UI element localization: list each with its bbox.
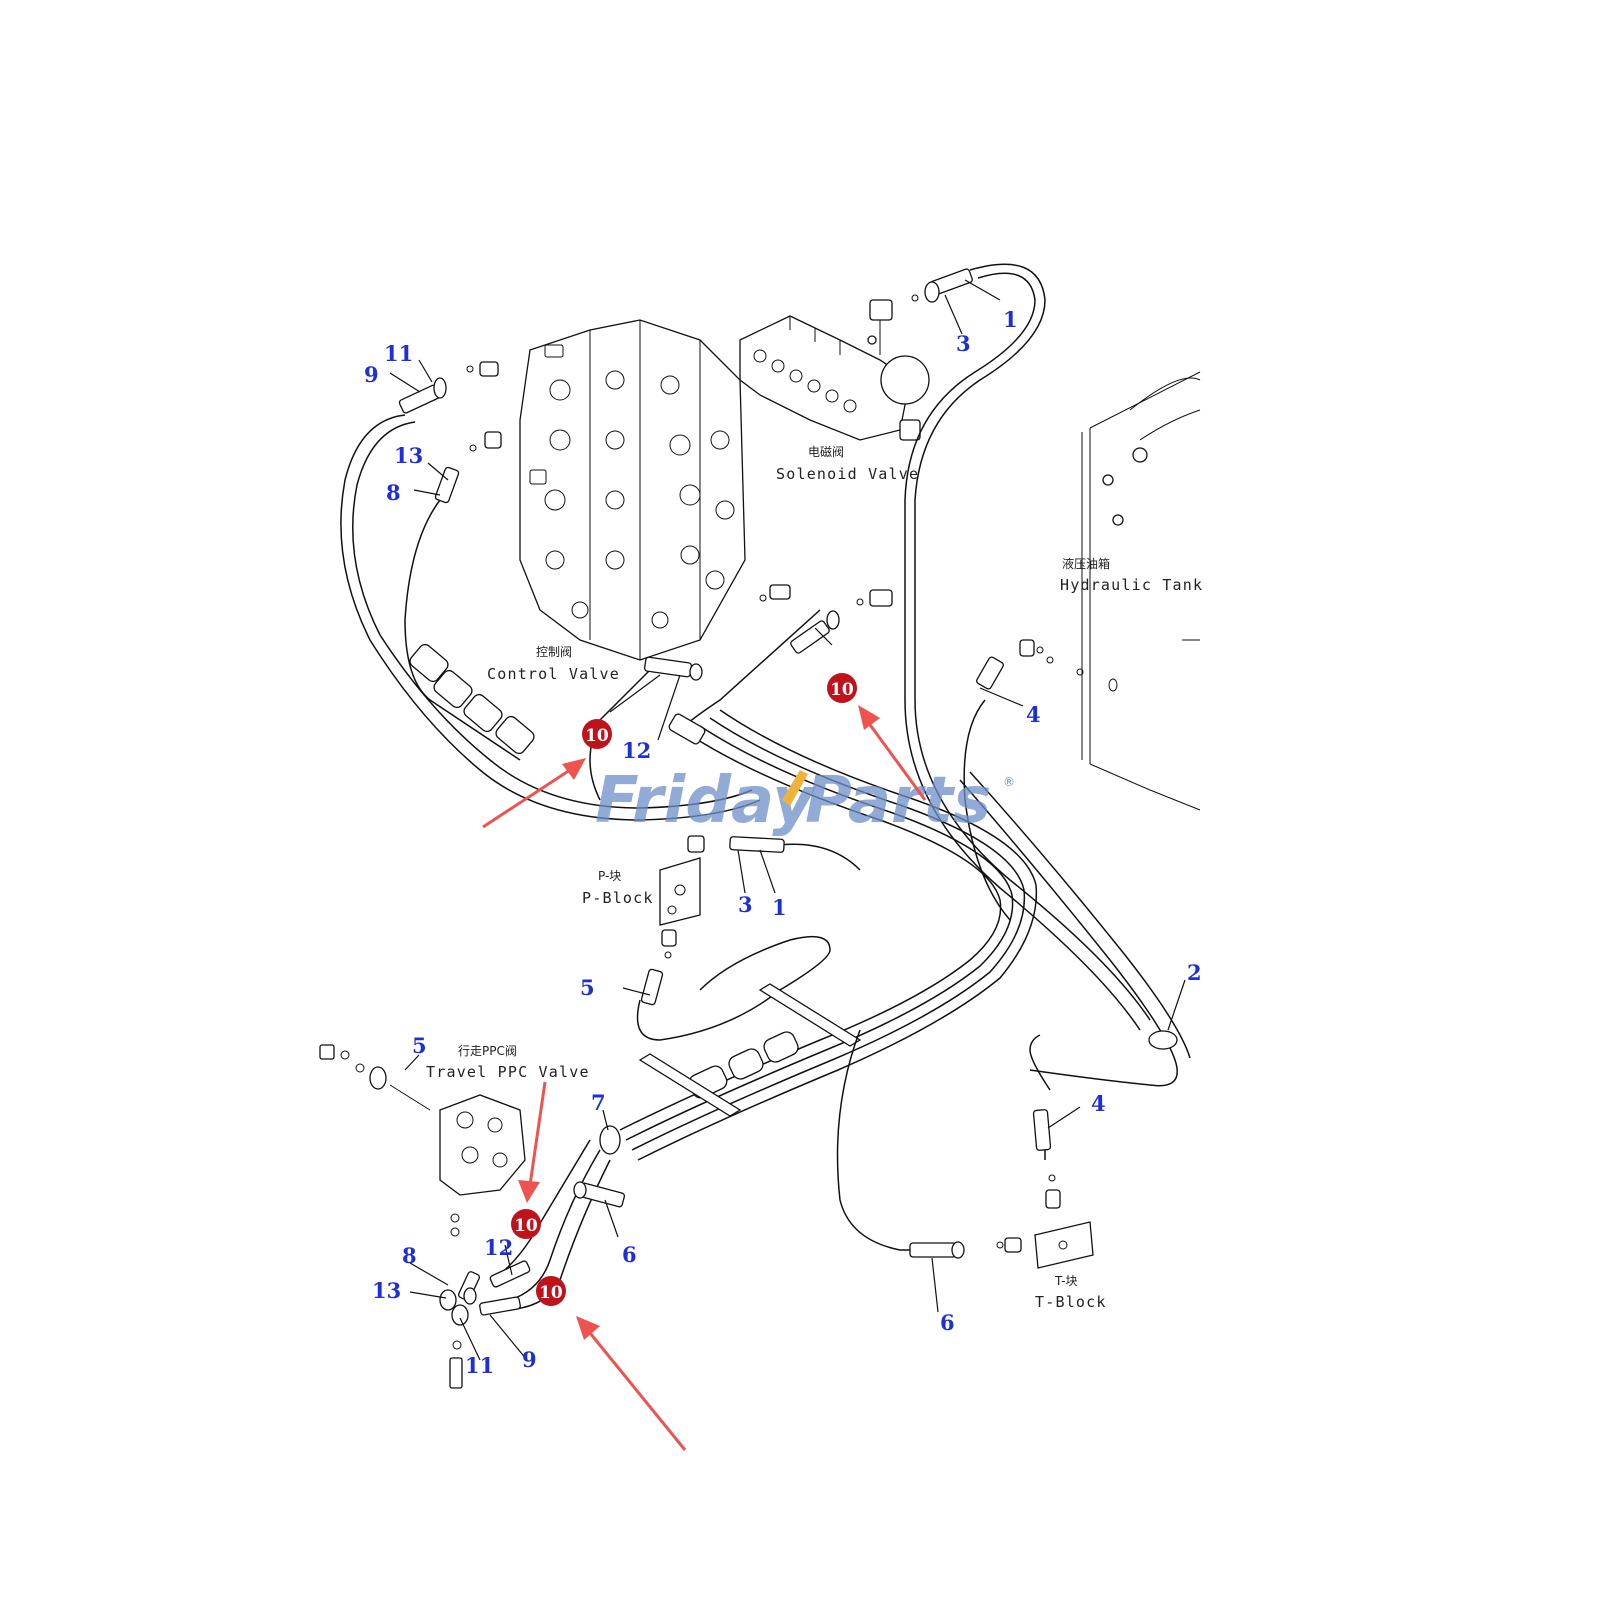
callout-3-top: 3 <box>956 331 971 356</box>
p-block <box>659 835 705 959</box>
callout-6-low: 6 <box>940 1310 955 1335</box>
label-control-valve-zh: 控制阀 <box>536 645 572 659</box>
callout-4-right: 4 <box>1026 702 1041 727</box>
solenoid-valve <box>739 299 930 441</box>
badge-10-a: 10 <box>827 673 857 703</box>
label-hydraulic-tank-zh: 液压油箱 <box>1062 556 1110 571</box>
badge-10-d: 10 <box>536 1276 566 1306</box>
callout-5-left: 5 <box>412 1033 427 1058</box>
callout-12-low: 12 <box>484 1235 513 1260</box>
label-travel-ppc-zh: 行走PPC阀 <box>458 1044 517 1058</box>
callout-1-mid: 1 <box>772 895 787 920</box>
badge-10-d-label: 10 <box>539 1283 563 1303</box>
watermark-accent-icon <box>782 770 808 806</box>
callout-8-low: 8 <box>402 1243 417 1268</box>
callout-13-top: 13 <box>394 443 423 468</box>
badge-10-a-label: 10 <box>830 680 854 700</box>
hoses <box>340 263 1191 1326</box>
badge-10-b: 10 <box>582 719 612 749</box>
watermark-registered: ® <box>1003 775 1015 789</box>
watermark-part1: Friday <box>595 764 816 838</box>
callout-9-low: 9 <box>522 1347 537 1372</box>
hydraulic-tank <box>1081 371 1201 811</box>
highlight-badges: 10 10 10 10 <box>511 673 857 1306</box>
callout-11-low: 11 <box>465 1353 494 1378</box>
callout-numbers: 1 3 11 9 13 8 12 4 3 1 2 5 5 7 4 6 12 8 … <box>364 307 1202 1378</box>
callout-12-mid: 12 <box>622 738 651 763</box>
watermark-part2: Parts <box>805 764 991 838</box>
label-t-block-zh: T-块 <box>1054 1274 1078 1288</box>
watermark: Friday Parts ® <box>595 764 1015 838</box>
callout-4-lower: 4 <box>1091 1091 1106 1116</box>
badge-10-c-label: 10 <box>514 1216 538 1236</box>
callout-6-mid: 6 <box>622 1242 637 1267</box>
travel-ppc-valve <box>319 1044 526 1389</box>
callout-5-mid: 5 <box>580 975 595 1000</box>
label-hydraulic-tank-en: Hydraulic Tank <box>1060 576 1203 594</box>
component-labels: 电磁阀 Solenoid Valve 液压油箱 Hydraulic Tank 控… <box>426 444 1203 1311</box>
arrow-to-badge-b <box>482 758 586 829</box>
callout-3-mid: 3 <box>738 892 753 917</box>
arrow-to-badge-c <box>518 1081 547 1203</box>
callout-11-top: 11 <box>384 341 413 366</box>
t-block <box>996 1174 1094 1269</box>
arrow-to-badge-a <box>858 705 927 801</box>
badge-10-c: 10 <box>511 1209 541 1239</box>
callout-7: 7 <box>591 1090 606 1115</box>
label-p-block-en: P-Block <box>582 889 654 907</box>
badge-10-b-label: 10 <box>585 726 609 746</box>
label-solenoid-valve-zh: 电磁阀 <box>808 444 844 459</box>
callout-9-top: 9 <box>364 362 379 387</box>
callout-8-top: 8 <box>386 480 401 505</box>
label-travel-ppc-en: Travel PPC Valve <box>426 1063 590 1081</box>
label-solenoid-valve-en: Solenoid Valve <box>776 465 919 483</box>
callout-1-top: 1 <box>1003 307 1018 332</box>
callout-13-low: 13 <box>372 1278 401 1303</box>
highlight-arrows <box>482 705 927 1451</box>
label-p-block-zh: P-块 <box>598 869 621 883</box>
arrow-to-badge-d <box>576 1316 687 1451</box>
control-valve <box>466 319 893 661</box>
label-t-block-en: T-Block <box>1035 1293 1107 1311</box>
callout-2: 2 <box>1187 960 1202 985</box>
label-control-valve-en: Control Valve <box>487 665 620 683</box>
leader-lines <box>389 279 1186 1361</box>
